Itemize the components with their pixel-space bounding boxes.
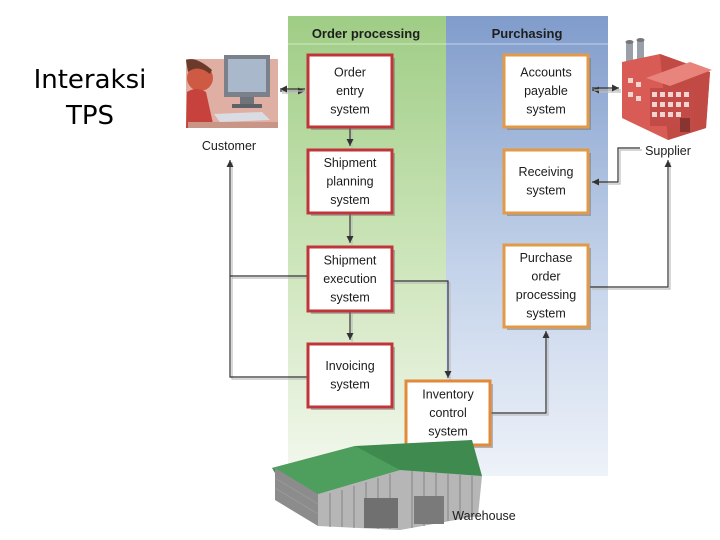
system-box-label-line: system — [526, 184, 566, 198]
system-box-label-line: Receiving — [519, 165, 574, 179]
warehouse-label: Warehouse — [452, 509, 516, 523]
system-box-label-line: control — [429, 406, 467, 420]
system-box-inventory-control: Inventory control system — [404, 379, 493, 448]
system-box-label-line: system — [330, 290, 370, 304]
system-box-label-line: payable — [524, 84, 568, 98]
connector-inventory-purchase-order — [491, 331, 550, 414]
system-box-shipment-planning: Shipment planning system — [306, 148, 395, 216]
system-box-label-line: system — [526, 102, 566, 116]
system-box-label-line: Purchase — [520, 251, 573, 265]
connector-inventory-purchase-order — [493, 333, 549, 416]
system-box-label-line: Shipment — [324, 156, 377, 170]
connector-invoicing-customer — [226, 160, 308, 378]
warehouse-icon — [272, 440, 482, 530]
system-box-label-line: Accounts — [520, 65, 571, 79]
connector-invoicing-customer — [231, 162, 310, 380]
slide-title: Interaksi TPS — [33, 65, 147, 131]
connector-purchase-order-supplier — [592, 162, 671, 290]
customer-label: Customer — [202, 139, 256, 153]
system-box-invoicing: Invoicing system — [306, 342, 395, 410]
system-box-label-line: system — [428, 424, 468, 438]
supplier-label: Supplier — [645, 144, 691, 158]
system-box-order-entry: Order entry system — [306, 53, 395, 130]
system-box-accounts-payable: Accounts payable system — [502, 53, 591, 130]
connector-purchase-order-supplier — [590, 160, 672, 288]
connector-shipment-execution-inventory — [395, 282, 451, 380]
system-box-shipment-execution: Shipment execution system — [306, 245, 395, 314]
system-box-label-line: order — [531, 270, 560, 284]
system-box-receiving: Receiving system — [502, 148, 591, 216]
connector-supplier-receiving — [592, 147, 640, 186]
customer-icon — [186, 55, 278, 128]
system-box-label-line: Invoicing — [325, 359, 374, 373]
system-box-label-line: Order — [334, 65, 366, 79]
column-header-order-processing: Order processing — [312, 26, 420, 41]
column-header-purchasing: Purchasing — [492, 26, 563, 41]
connector-supplier-receiving — [594, 149, 642, 185]
system-box-label-line: system — [330, 193, 370, 207]
system-box-label-line: system — [526, 307, 566, 321]
system-box-label-line: processing — [516, 288, 576, 302]
connector-shipment-execution-inventory — [393, 280, 452, 378]
system-box-purchase-order: Purchase order processing system — [502, 243, 591, 330]
system-box-label-line: Inventory — [422, 387, 474, 401]
system-box-label-line: Shipment — [324, 253, 377, 267]
supplier-factory-icon — [622, 38, 712, 140]
system-box-label-line: system — [330, 378, 370, 392]
system-box-label-line: execution — [323, 272, 377, 286]
system-box-label-line: system — [330, 102, 370, 116]
system-box-label-line: planning — [326, 174, 373, 188]
connectors — [226, 84, 672, 416]
system-boxes: OrderentrysystemShipmentplanningsystemSh… — [306, 53, 591, 448]
system-box-label-line: entry — [336, 84, 365, 98]
